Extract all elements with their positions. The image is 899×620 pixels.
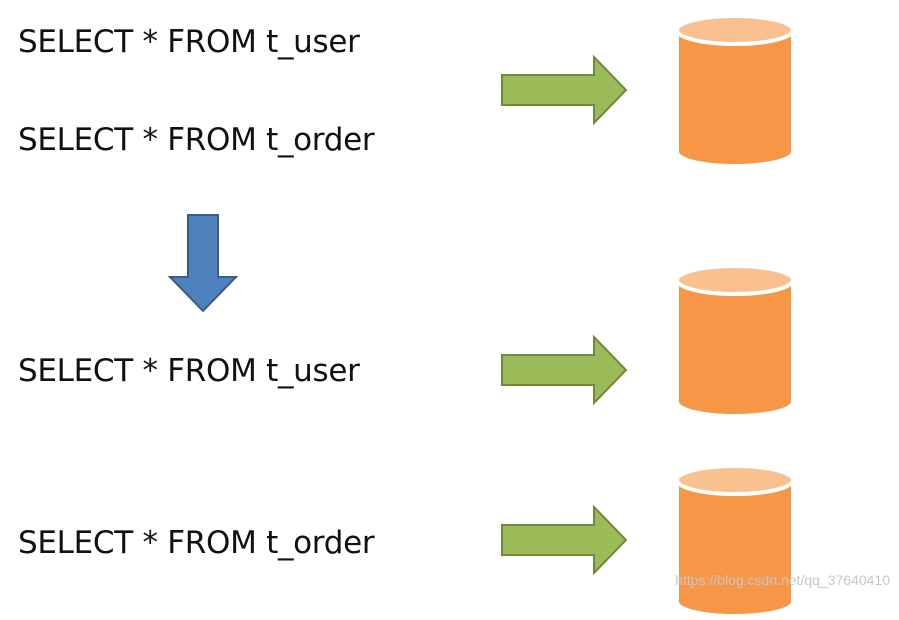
- sql-query-t-order: SELECT * FROM t_order: [18, 122, 375, 158]
- sql-query-t-user-split: SELECT * FROM t_user: [18, 353, 360, 389]
- sql-query-t-order-split: SELECT * FROM t_order: [18, 525, 375, 561]
- database-icon: [675, 14, 795, 168]
- watermark-text: https://blog.csdn.net/qq_37640410: [675, 572, 890, 588]
- database-icon: [675, 264, 795, 418]
- arrow-right-icon: [501, 505, 628, 575]
- arrow-down-icon: [168, 214, 238, 313]
- arrow-right-icon: [501, 335, 628, 405]
- arrow-right-icon: [501, 55, 628, 125]
- database-icon: [675, 464, 795, 618]
- sql-query-t-user: SELECT * FROM t_user: [18, 24, 360, 60]
